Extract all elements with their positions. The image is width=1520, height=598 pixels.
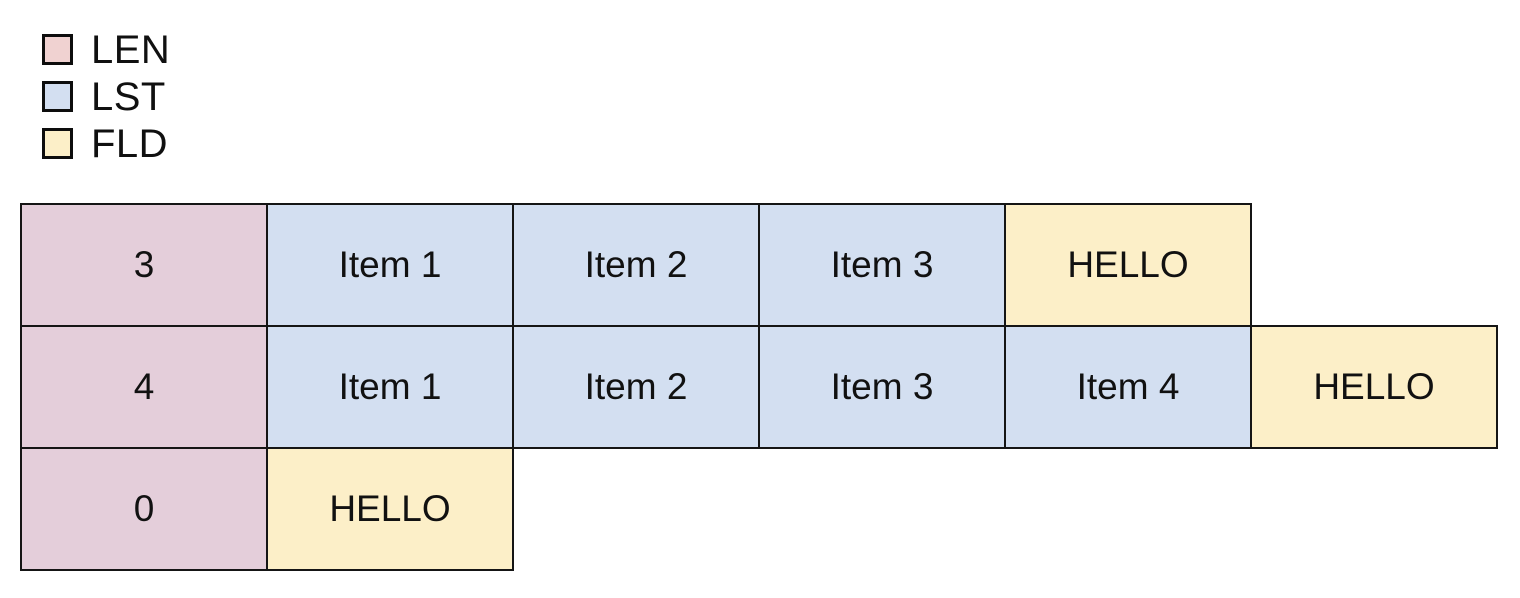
legend-item-fld: FLD [42,120,462,167]
cell-lst: Item 4 [1004,325,1252,449]
legend-label-fld: FLD [91,121,169,166]
cell-fld: HELLO [1004,203,1252,327]
cell-lst: Item 1 [266,325,514,449]
legend-swatch-lst-icon [42,81,73,112]
cell-lst: Item 3 [758,203,1006,327]
legend-swatch-len-icon [42,34,73,65]
cell-lst: Item 1 [266,203,514,327]
cell-lst: Item 3 [758,325,1006,449]
cell-lst: Item 2 [512,325,760,449]
cell-len: 4 [20,325,268,449]
cell-fld: HELLO [266,447,514,571]
cell-len: 3 [20,203,268,327]
legend-item-len: LEN [42,26,462,73]
cell-len: 0 [20,447,268,571]
cell-fld: HELLO [1250,325,1498,449]
legend-swatch-fld-icon [42,128,73,159]
cell-lst: Item 2 [512,203,760,327]
legend-label-len: LEN [91,27,171,72]
legend-label-lst: LST [91,74,166,119]
legend-item-lst: LST [42,73,462,120]
